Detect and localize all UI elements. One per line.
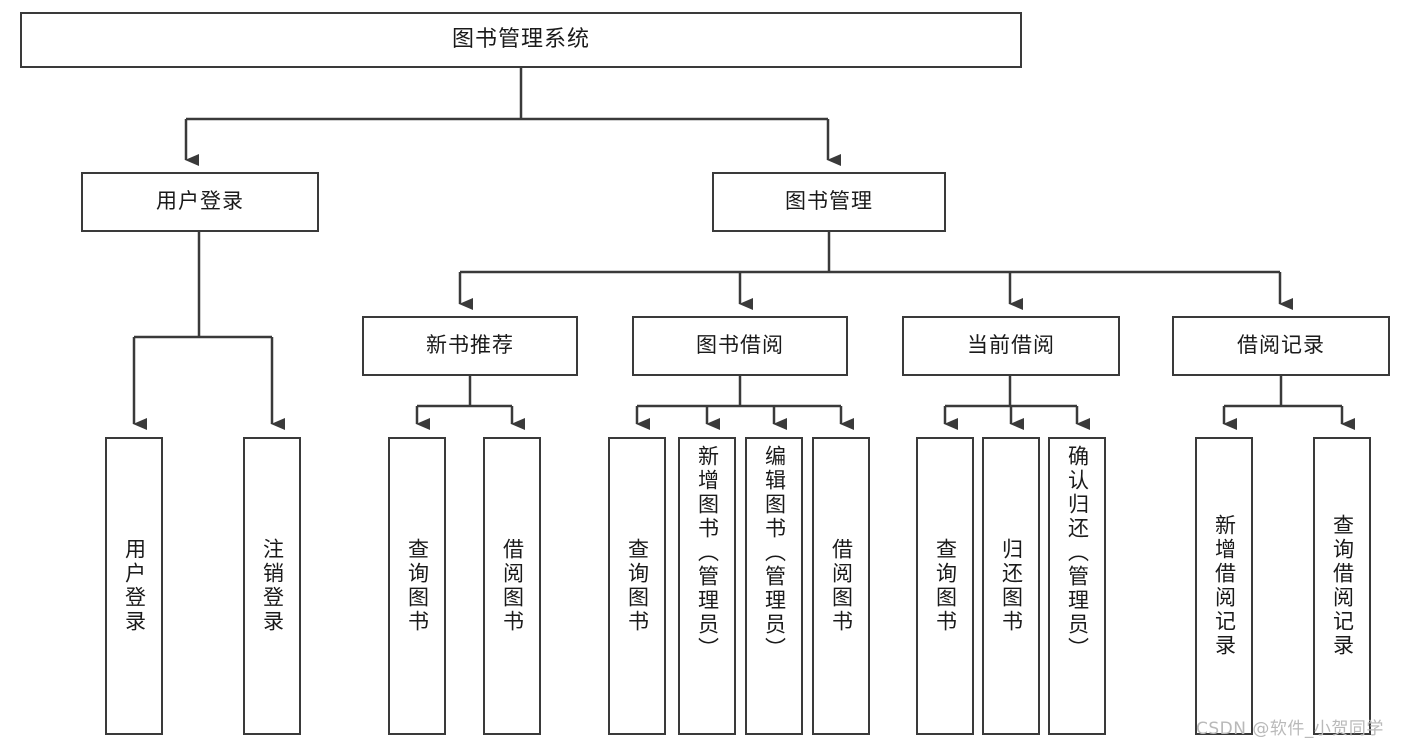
leaf-label: 新增图书（管理员） <box>695 445 720 661</box>
leaf-label: 新增借阅记录 <box>1212 514 1237 658</box>
node-book-manage[interactable]: 图书管理 <box>712 172 946 232</box>
leaf-user-logout[interactable]: 注销登录 <box>243 437 301 735</box>
node-current-borrow[interactable]: 当前借阅 <box>902 316 1120 376</box>
leaf-label: 注销登录 <box>260 538 285 634</box>
leaf-label: 编辑图书（管理员） <box>762 445 787 661</box>
leaf-label: 确认归还（管理员） <box>1065 445 1090 661</box>
watermark-text: CSDN @软件_小贺同学 <box>1196 719 1384 739</box>
leaf-query-book-3[interactable]: 查询图书 <box>916 437 974 735</box>
leaf-label: 查询借阅记录 <box>1330 514 1355 658</box>
leaf-edit-book-admin[interactable]: 编辑图书（管理员） <box>745 437 803 735</box>
leaf-label: 借阅图书 <box>829 538 854 634</box>
leaf-query-book-1[interactable]: 查询图书 <box>388 437 446 735</box>
leaf-label: 查询图书 <box>625 538 650 634</box>
leaf-user-login[interactable]: 用户登录 <box>105 437 163 735</box>
leaf-add-book-admin[interactable]: 新增图书（管理员） <box>678 437 736 735</box>
leaf-query-borrow-record[interactable]: 查询借阅记录 <box>1313 437 1371 735</box>
node-borrow-record[interactable]: 借阅记录 <box>1172 316 1390 376</box>
leaf-label: 查询图书 <box>933 538 958 634</box>
node-book-borrow[interactable]: 图书借阅 <box>632 316 848 376</box>
node-root[interactable]: 图书管理系统 <box>20 12 1022 68</box>
leaf-label: 查询图书 <box>405 538 430 634</box>
leaf-confirm-return-admin[interactable]: 确认归还（管理员） <box>1048 437 1106 735</box>
node-new-book-recommend[interactable]: 新书推荐 <box>362 316 578 376</box>
leaf-query-book-2[interactable]: 查询图书 <box>608 437 666 735</box>
leaf-add-borrow-record[interactable]: 新增借阅记录 <box>1195 437 1253 735</box>
leaf-borrow-book-2[interactable]: 借阅图书 <box>812 437 870 735</box>
leaf-borrow-book-1[interactable]: 借阅图书 <box>483 437 541 735</box>
leaf-label: 用户登录 <box>122 538 147 634</box>
leaf-label: 归还图书 <box>999 538 1024 634</box>
node-user-login[interactable]: 用户登录 <box>81 172 319 232</box>
leaf-label: 借阅图书 <box>500 538 525 634</box>
leaf-return-book[interactable]: 归还图书 <box>982 437 1040 735</box>
